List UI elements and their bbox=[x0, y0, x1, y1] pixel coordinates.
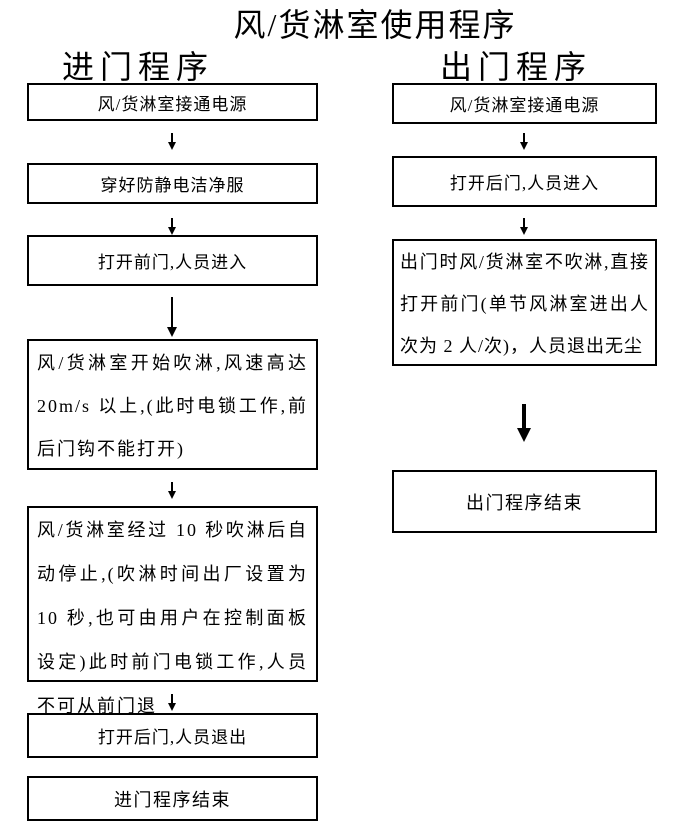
exit-step-rear-door-enter: 打开后门,人员进入 bbox=[392, 156, 657, 207]
flow-down-arrow-icon bbox=[168, 218, 176, 235]
page-title: 风/货淋室使用程序 bbox=[233, 7, 517, 43]
entry-step-power-on: 风/货淋室接通电源 bbox=[27, 83, 318, 121]
flow-down-arrow-icon bbox=[168, 482, 176, 499]
entry-step-auto-stop: 风/货淋室经过 10 秒吹淋后自动停止,(吹淋时间出厂设置为 10 秒,也可由用… bbox=[27, 506, 318, 716]
entry-step-blowing: 风/货淋室开始吹淋,风速高达 20m/s 以上,(此时电锁工作,前后门钩不能打开… bbox=[27, 339, 318, 470]
flow-down-arrow-icon bbox=[520, 218, 528, 235]
exit-column-header: 出门程序 bbox=[439, 49, 592, 85]
entry-column-header: 进门程序 bbox=[61, 49, 214, 85]
entry-step-wear-suit: 穿好防静电洁净服 bbox=[27, 163, 318, 204]
flow-down-arrow-long-icon bbox=[167, 297, 177, 337]
entry-step-front-door: 打开前门,人员进入 bbox=[27, 235, 318, 286]
exit-step-end: 出门程序结束 bbox=[392, 470, 657, 533]
flow-down-arrow-icon bbox=[168, 694, 176, 711]
exit-step-no-blow: 出门时风/货淋室不吹淋,直接打开前门(单节风淋室进出人次为 2 人/次)，人员退… bbox=[392, 239, 657, 366]
flow-down-arrow-thick-icon bbox=[517, 404, 531, 442]
entry-step-rear-door-exit: 打开后门,人员退出 bbox=[27, 713, 318, 758]
flow-down-arrow-icon bbox=[168, 133, 176, 150]
entry-step-end: 进门程序结束 bbox=[27, 776, 318, 821]
exit-step-power-on: 风/货淋室接通电源 bbox=[392, 83, 657, 124]
flow-down-arrow-icon bbox=[520, 133, 528, 150]
